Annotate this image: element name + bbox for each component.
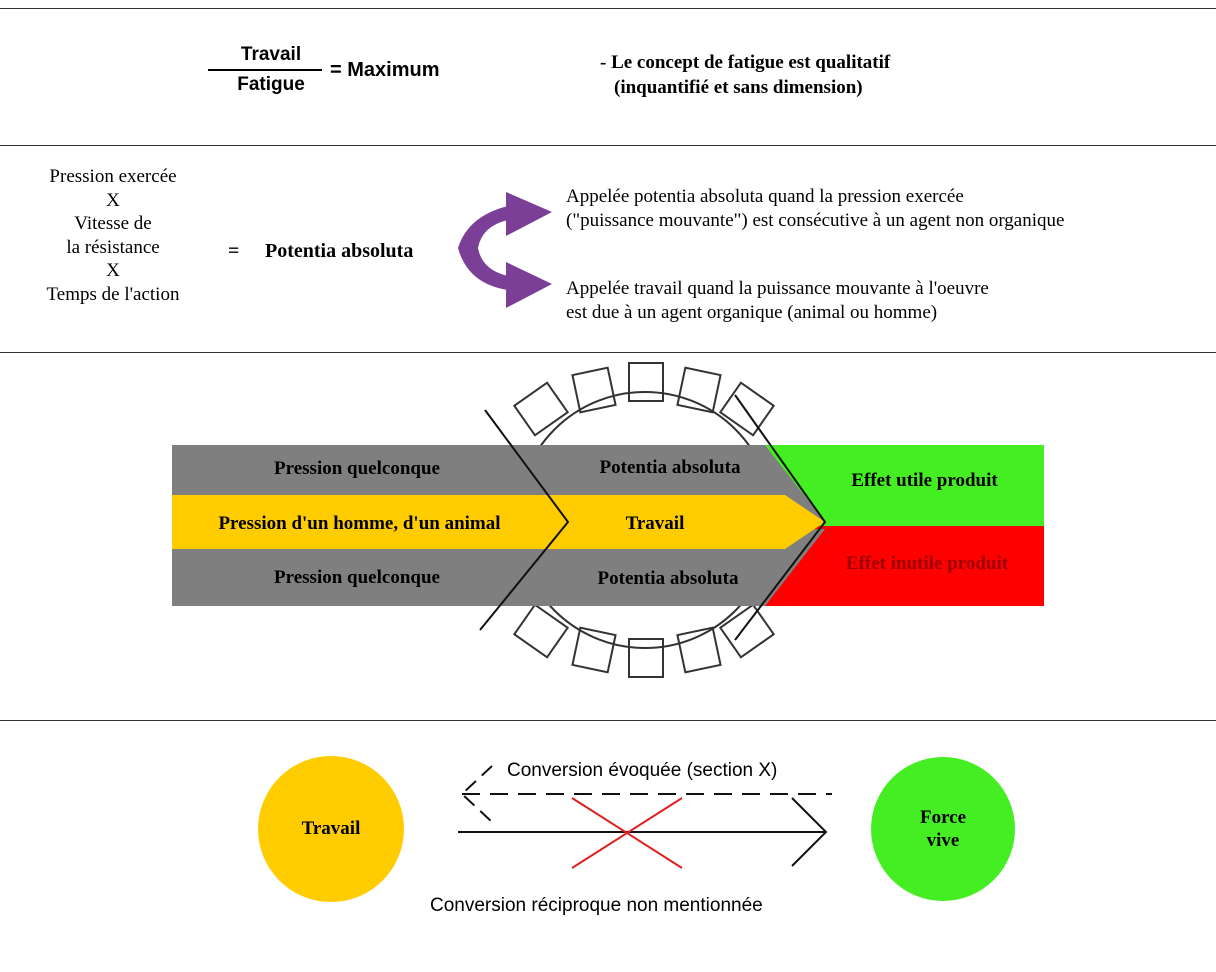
divider-top [0,8,1216,9]
divider-2 [0,352,1216,353]
cross-line-2 [571,797,683,869]
input-top-label: Pression quelconque [274,458,440,479]
inner-middle-label: Travail [625,513,685,534]
fatigue-note-line2: (inquantifié et sans dimension) [614,77,863,98]
work-node-label: Travail [301,818,361,839]
divider-1 [0,145,1216,146]
useful-output-label: Effet utile produit [851,470,998,491]
case-organic: Appelée travail quand la puissance mouva… [566,277,989,325]
factor-resistance: la résistance [66,236,160,258]
force-vive-node [871,757,1015,901]
force-vive-label: Force vive [871,806,1015,852]
fatigue-note: - Le concept de fatigue est qualitatif (… [600,50,890,100]
inner-top-label: Potentia absoluta [599,457,741,478]
divider-3 [0,720,1216,721]
work-fatigue-fraction: Travail Fatigue [208,44,322,96]
work-node [258,756,404,902]
factor-times-2: X [106,260,120,281]
yellow-band [172,495,568,549]
factor-time: Temps de l'action [46,283,180,305]
factor-speed: Vitesse de [74,213,152,234]
case2-line2: est due à un agent organique (animal ou … [566,302,938,323]
force-vive-line2: vive [926,830,960,851]
machine-diagram [172,362,1044,678]
formula-result: = Maximum [330,59,440,81]
definition-result: Potentia absoluta [265,240,414,262]
fatigue-note-line1: - Le concept de fatigue est qualitatif [600,52,891,73]
force-vive-line1: Force [919,807,967,828]
case1-line1: Appelée potentia absoluta quand la press… [566,186,964,207]
conversion-arrows [458,765,832,869]
fraction-bar [208,69,322,71]
inlet-chevron [479,409,570,631]
yellow-band-inner [548,495,825,549]
input-bottom-label: Pression quelconque [274,567,440,588]
case1-line2: ("puissance mouvante") est consécutive à… [566,210,1065,231]
case2-line1: Appelée travail quand la puissance mouva… [566,278,989,299]
fraction-numerator: Travail [240,44,302,65]
definition-equals: = [228,240,240,262]
input-middle-label: Pression d'un homme, d'un animal [218,513,501,534]
potentia-factors: Pression exercée X Vitesse de la résista… [18,165,208,306]
factor-times-1: X [106,189,120,211]
split-arrow-icon [458,192,552,308]
case-organic-none: Appelée potentia absoluta quand la press… [566,185,1064,233]
evoked-arrow-head [460,765,493,823]
reciprocal-arrow-head [791,797,828,867]
factor-pressure: Pression exercée [49,166,177,187]
reciprocal-conversion-label: Conversion réciproque non mentionnée [430,895,763,916]
fraction-denominator: Fatigue [237,74,305,95]
inner-bottom-label: Potentia absoluta [597,568,739,589]
useless-output-label: Effet inutile produit [845,553,1009,574]
outlet-chevron [734,394,827,641]
evoked-conversion-label: Conversion évoquée (section X) [507,760,778,782]
